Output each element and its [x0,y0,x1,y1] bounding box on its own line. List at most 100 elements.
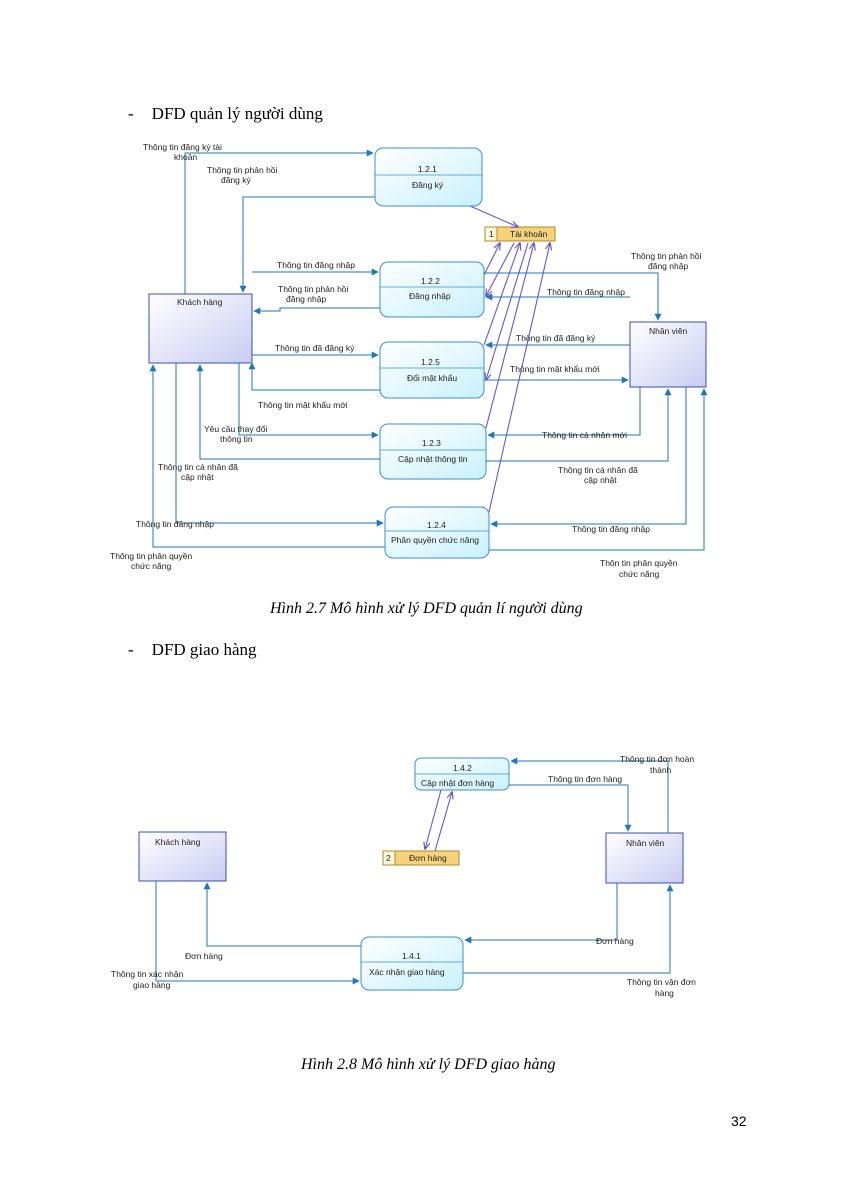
flow-label: Thông tin vận đơn [627,977,696,987]
flow-label: đăng nhập [648,261,688,271]
process-name: Đổi mật khẩu [407,373,457,383]
store-flow-1-2-4 [488,243,550,513]
entity-customer: Khách hàng [148,293,253,364]
process-name: Phân quyền chức năng [391,535,479,545]
dfd-delivery: Khách hàng Nhân viên 2 Đơn hàng 1.4.2 Cậ… [111,754,696,998]
process-id: 1.2.1 [418,164,437,174]
page-number: 32 [731,1113,747,1129]
flow-staff-personal-new [487,387,641,439]
flow-label: thông tin [220,434,253,444]
store-label: Đơn hàng [409,853,447,863]
flow-label: thành [650,765,672,775]
flow-change-request [238,363,379,439]
flow-label: Thông tin đăng nhập [572,524,650,534]
flow-staff-personal-updated [486,388,672,462]
heading-dash: - [128,104,134,123]
data-store-orders: 2 Đơn hàng [382,850,460,866]
flow-label: Thông tin phản hồi [278,284,349,294]
flow-staff-login-1-2-4 [490,387,687,528]
flow-label: Đơn hàng [596,936,634,946]
entity-staff: Nhân viên [605,832,684,884]
flow-label: Thông tin phản hồi [631,251,702,261]
flow-registration-info [184,149,374,294]
process-name: Cập nhật thông tin [398,454,468,464]
flow-label: Yêu cầu thay đổi [204,424,267,434]
store-flow-1-2-5-b [486,242,529,380]
flow-label: Thông tin đăng nhập [136,519,214,529]
flow-personal-updated [196,364,380,460]
store-flow-1-2-2-a [483,243,500,276]
flow-staff-login-feedback [484,272,662,321]
flow-staff-permission-info [489,388,708,551]
process-name: Xác nhận giao hàng [369,967,445,977]
flow-completed-order [510,757,669,833]
entity-customer: Khách hàng [138,831,227,882]
dfd-user-management: Khách hàng Nhân viên 1 Tài khoản 1.2.1 Đ… [110,142,708,579]
store-flow-1-2-1 [469,205,518,227]
entity-label: Nhân viên [626,838,665,848]
entity-label: Khách hàng [155,837,201,847]
flow-registration-feedback [239,196,375,293]
flow-label: cập nhật [181,472,214,482]
store-flow-1-2-2-b [486,242,515,296]
process-name: Cập nhật đơn hàng [421,778,494,788]
flow-label: Thông tin đăng ký tài [143,142,222,152]
flow-label: Thông tin đơn hàng [548,774,622,784]
flow-label: Thôn tin phân quyền [600,558,678,568]
flow-label: hàng [655,988,674,998]
flow-label: đăng ký [221,175,252,185]
flow-label: Thông tin cá nhân đã [558,465,638,475]
flow-label: Thông tin đã đăng ký [275,343,355,353]
process-id: 1.2.2 [421,276,440,286]
entity-staff: Nhân viên [629,321,707,388]
store-flow-1-4-2-b [434,792,452,852]
flow-label: giao hàng [133,980,171,990]
store-label: Tài khoản [510,229,548,239]
process-name: Đăng ký [412,180,444,190]
process-id: 1.4.2 [453,763,472,773]
process-1-2-1: 1.2.1 Đăng ký [374,147,483,207]
flow-customer-login-1-2-4 [175,363,384,527]
heading-text: DFD giao hàng [151,640,257,659]
process-1-2-2: 1.2.2 Đăng nhập [379,261,485,318]
figure-caption-2-7: Hình 2.7 Mô hình xử lý DFD quản lí người… [270,600,583,617]
flow-permission-info [149,364,385,548]
flow-shipping-info [463,884,674,974]
flow-label: Thông tin cá nhân đã [158,462,238,472]
heading-text: DFD quản lý người dùng [151,104,323,123]
process-1-4-2: 1.4.2 Cập nhật đơn hàng [414,757,510,791]
flow-label: Thông tin mật khẩu mới [258,400,348,410]
process-id: 1.2.3 [422,438,441,448]
flow-label: Thông tin đăng nhập [277,260,355,270]
entity-label: Khách hàng [177,297,223,307]
flow-new-password [248,362,380,391]
flow-delivery-confirmation [155,881,360,985]
store-flow-1-2-5-a [483,243,520,346]
process-name: Đăng nhập [409,291,451,301]
flow-label: chức năng [619,569,659,579]
process-1-2-5: 1.2.5 Đổi mật khẩu [379,341,485,399]
flow-label: khoản [174,152,197,162]
flow-label: đăng nhập [286,294,326,304]
process-id: 1.2.5 [421,357,440,367]
flow-label: Thông tin xác nhận [111,969,184,979]
store-number: 1 [489,229,494,239]
flow-login-feedback [253,307,380,315]
flow-label: Thông tin mật khẩu mới [510,364,600,374]
flow-label: Thông tin phản hồi [207,165,278,175]
flow-label: Đơn hàng [185,951,223,961]
store-flow-1-4-2-a [425,789,442,849]
flow-label: chức năng [131,561,171,571]
store-number: 2 [386,853,391,863]
flow-label: cập nhật [584,475,617,485]
process-1-4-1: 1.4.1 Xác nhận giao hàng [360,936,464,991]
flow-order-info [509,784,632,832]
section-heading-delivery: -DFD giao hàng [128,640,257,660]
figure-caption-2-8: Hình 2.8 Mô hình xử lý DFD giao hàng [301,1056,556,1073]
process-id: 1.4.1 [402,951,421,961]
process-1-2-4: 1.2.4 Phân quyền chức năng [384,506,490,559]
process-1-2-3: 1.2.3 Cập nhật thông tin [379,423,487,480]
entity-label: Nhân viên [649,326,688,336]
flow-label: Thông tin đăng nhập [547,287,625,297]
